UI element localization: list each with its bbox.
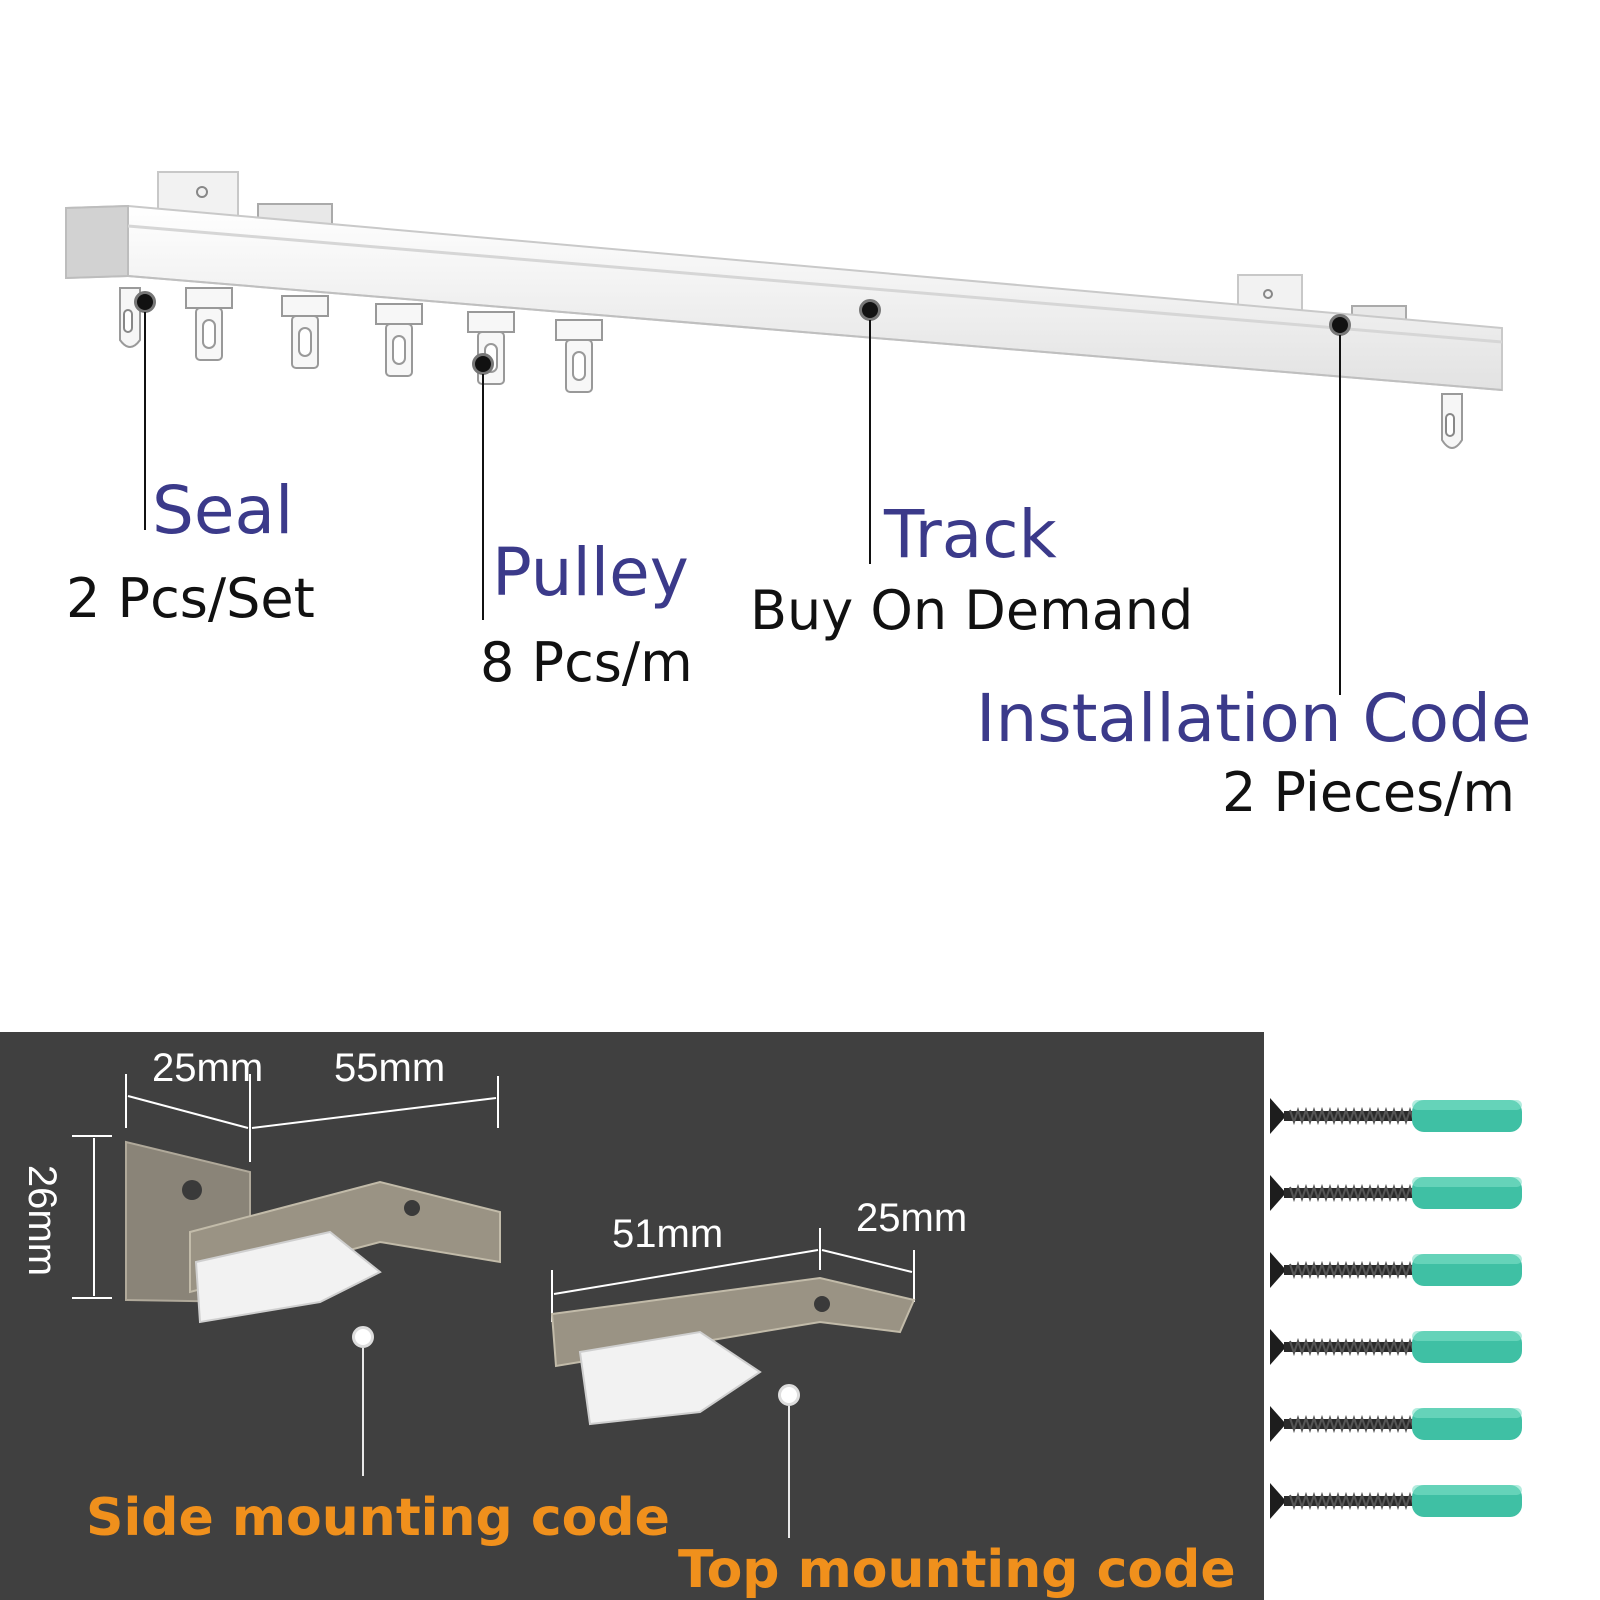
screw-anchor-5 [1270,1406,1522,1442]
screws-and-anchors [1270,1098,1522,1519]
seal-marker [134,291,156,313]
side-mounting-label: Side mounting code [86,1488,670,1548]
screw-anchor [1270,1098,1522,1519]
seal-quantity: 2 Pcs/Set [66,567,315,630]
track-title: Track [884,496,1057,573]
bracket-illustrations [72,1074,916,1426]
screw-anchor-2 [1270,1175,1522,1211]
top-mounting-label: Top mounting code [678,1540,1236,1600]
screw-anchor-6 [1270,1483,1522,1519]
seal-right [1441,393,1463,449]
screw-anchor-4 [1270,1329,1522,1365]
top-mount-leader [788,1406,790,1538]
side-height: 26mm [20,1164,65,1277]
pulley-quantity: 8 Pcs/m [480,631,693,694]
seal-leader [144,312,146,530]
top-mount-bracket [550,1276,916,1426]
top-width-b: 25mm [856,1196,968,1240]
screw-anchor-3 [1270,1252,1522,1288]
installation-code-marker [1329,314,1351,336]
side-mount-bracket [125,1140,501,1324]
installation-code-quantity: 2 Pieces/m [1222,761,1515,824]
side-width-a: 25mm [152,1046,264,1090]
pulley-leader [482,374,484,620]
top-mount-marker [778,1384,800,1406]
side-dimension-lines [72,1074,499,1299]
pulley-marker [472,353,494,375]
screw-anchor-1 [1270,1098,1522,1134]
track-marker [859,299,881,321]
installation-code-title: Installation Code [976,680,1532,757]
side-mount-marker [352,1326,374,1348]
curtain-track-illustration [65,171,1503,449]
side-mount-leader [362,1348,364,1476]
pulley-gliders [185,287,603,393]
track-leader [869,320,871,564]
track-rail [65,204,1503,392]
top-width-a: 51mm [612,1212,724,1256]
seal-title: Seal [152,472,294,549]
side-width-b: 55mm [334,1046,446,1090]
installation-code-leader [1339,335,1341,695]
pulley-title: Pulley [492,534,689,611]
track-quantity: Buy On Demand [750,579,1194,642]
